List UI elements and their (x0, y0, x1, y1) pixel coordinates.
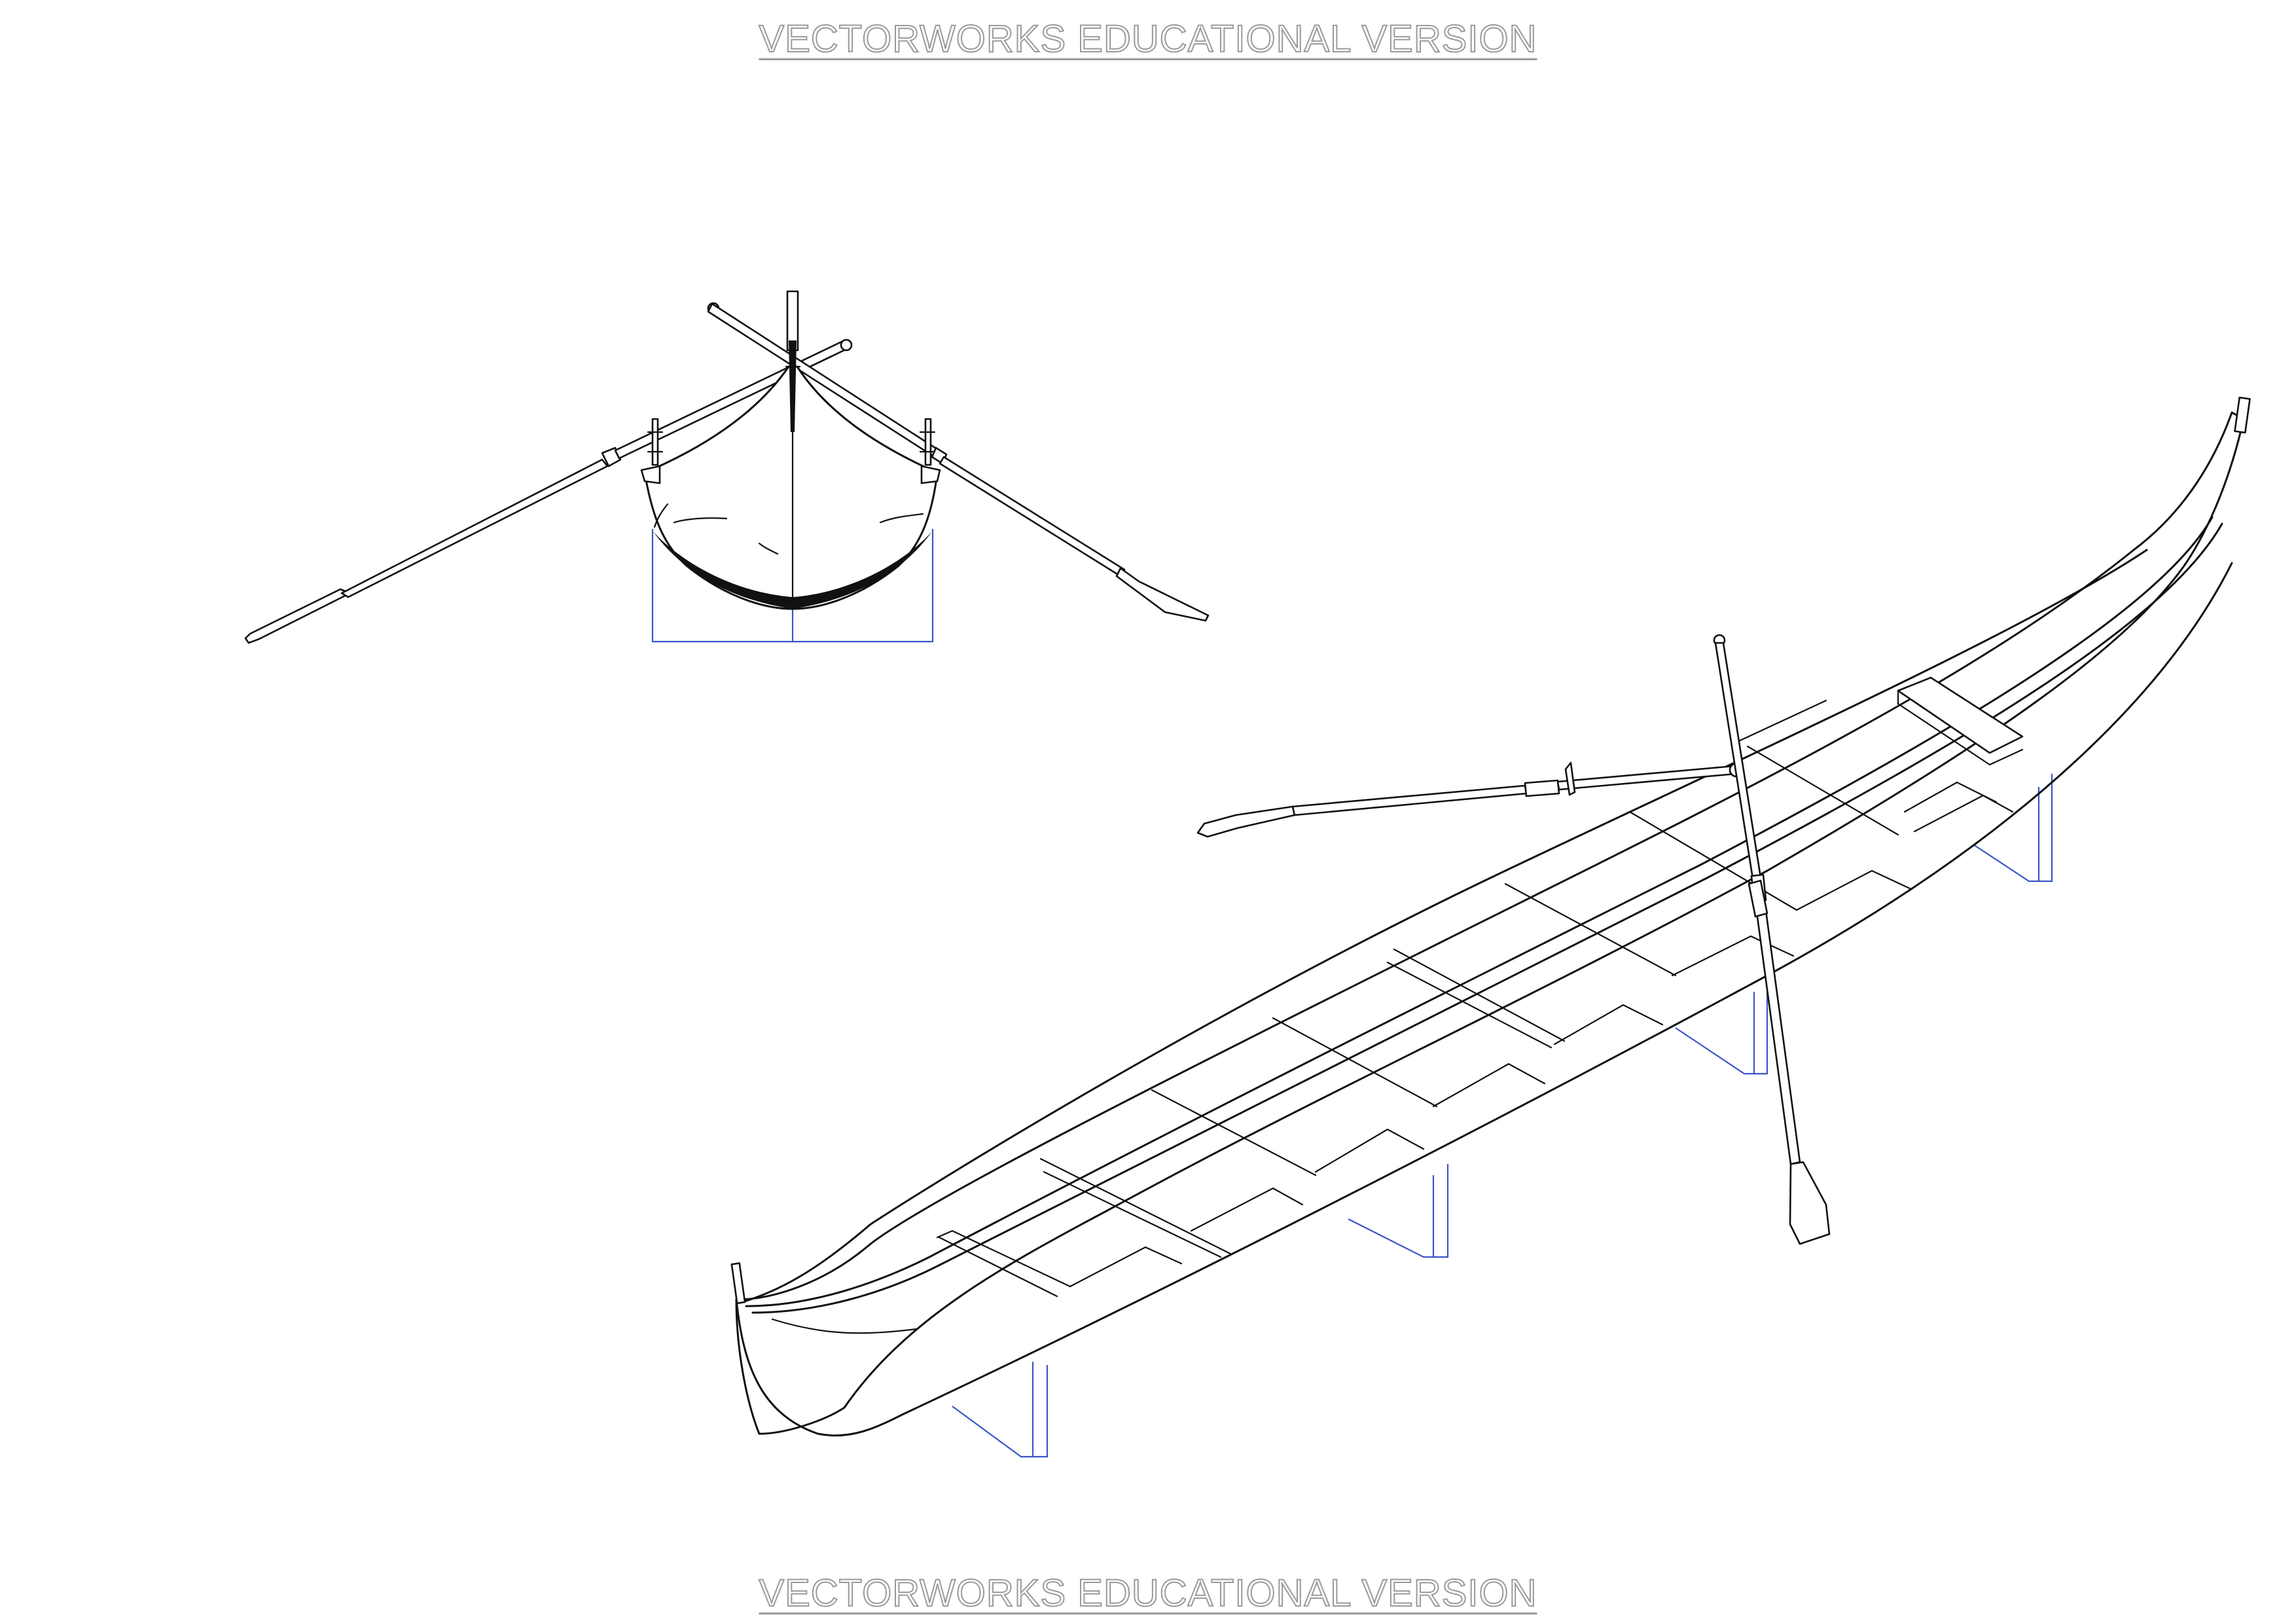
iso-view-hull (730, 396, 2251, 1437)
front-view-hull (640, 290, 941, 610)
watermark-top: VECTORWORKS EDUCATIONAL VERSION (758, 17, 1537, 61)
iso-view-left-oar (1196, 761, 1744, 838)
iso-view-right-oar (1713, 634, 1831, 1245)
iso-view-thwarts (936, 676, 2024, 1298)
iso-view-stands (952, 774, 2053, 1458)
watermark-bottom: VECTORWORKS EDUCATIONAL VERSION (758, 1571, 1537, 1615)
iso-view (730, 396, 2251, 1458)
front-view-right-oar (707, 302, 1210, 622)
front-view (244, 290, 1210, 644)
